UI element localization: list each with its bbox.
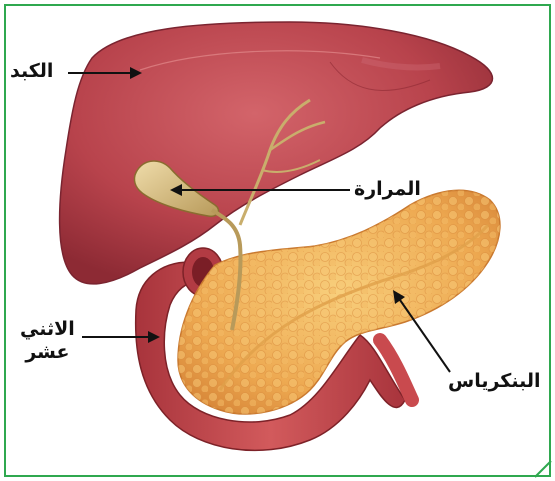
liver-label: الكبد [10, 60, 53, 83]
corner-mark [535, 461, 551, 477]
pancreas-label: البنكرياس [448, 370, 541, 393]
duodenum-label: الاثني عشر [20, 318, 75, 364]
gallbladder-label: المرارة [354, 178, 421, 201]
duodenum-label-line2: عشر [20, 341, 75, 364]
leader-line-duodenum [82, 331, 160, 343]
duodenum-label-line1: الاثني [20, 318, 75, 341]
